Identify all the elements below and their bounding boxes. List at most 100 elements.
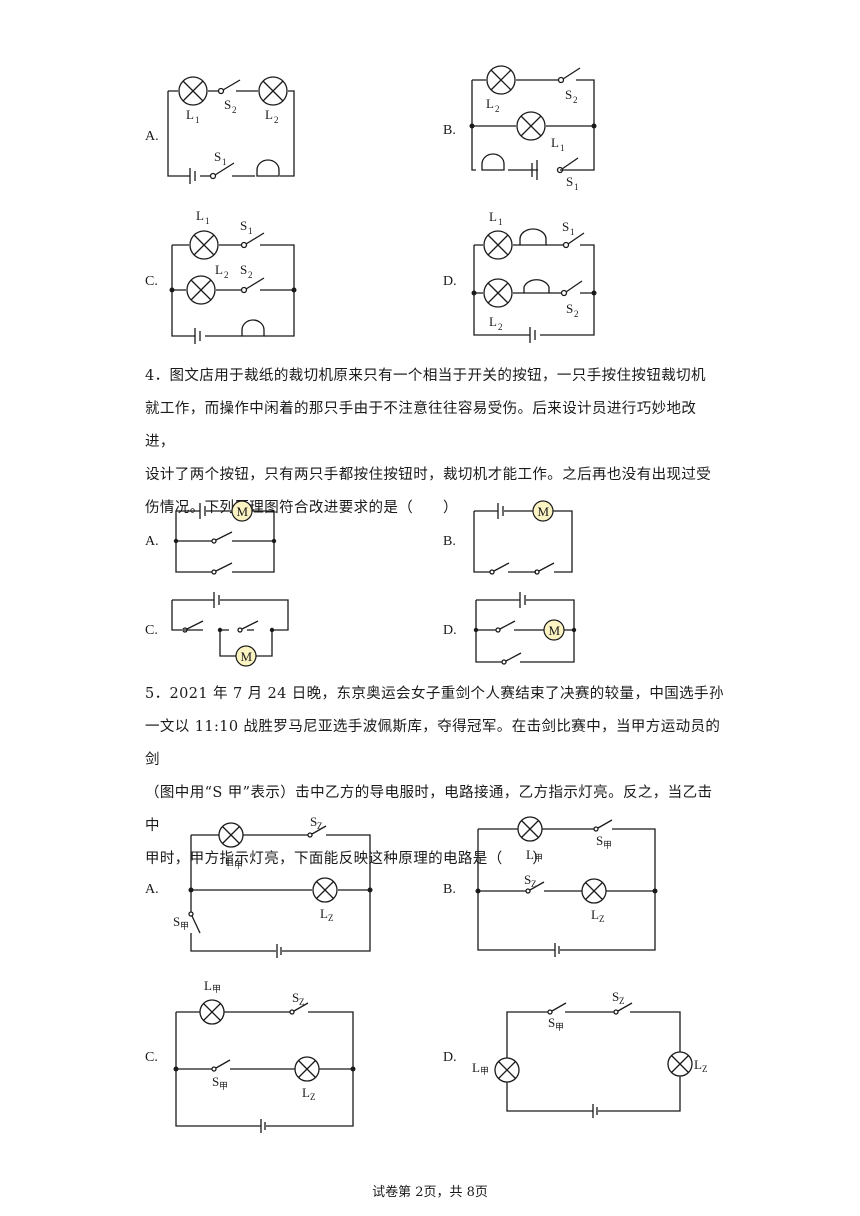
svg-text:1: 1 [560,143,565,153]
svg-text:S: S [562,219,569,234]
svg-text:Z: Z [599,914,605,924]
svg-text:S: S [524,872,531,887]
svg-text:S: S [173,914,180,929]
q4-line-1: 4．图文店用于裁纸的裁切机原来只有一个相当于开关的按钮，一只手按住按钮裁切机 [145,368,706,384]
q4-line-4: 伤情况。下列原理图符合改进要求的是（ ） [145,500,458,516]
q4-circuits: A. M B. M C. M D. M [145,500,577,667]
svg-text:2: 2 [498,322,503,332]
svg-text:S: S [212,1074,219,1089]
q3-option-a-label: A. [145,129,159,144]
svg-text:S: S [240,262,247,277]
svg-text:1: 1 [195,115,200,125]
svg-text:S: S [240,218,247,233]
svg-text:2: 2 [232,105,237,115]
svg-text:S: S [214,149,221,164]
svg-text:甲: 甲 [234,860,243,870]
q4-line-3: 设计了两个按钮，只有两只手都按住按钮时，裁切机才能工作。之后再也没有出现过受 [145,467,712,483]
svg-text:L: L [472,1060,480,1075]
svg-text:Z: Z [531,879,537,889]
q5-option-c-label: C. [145,1050,158,1065]
svg-text:2: 2 [224,270,229,280]
svg-text:L: L [591,907,599,922]
q4-option-b-label: B. [443,534,456,549]
svg-text:甲: 甲 [180,921,189,931]
q4-b-motor-label: M [538,504,550,519]
q3-option-c-label: C. [145,274,158,289]
q5-line-4: 甲时，甲方指示灯亮，下面能反映这种原理的电路是（ ） [145,851,548,867]
svg-text:S: S [548,1015,555,1030]
svg-text:Z: Z [310,1092,316,1102]
q5-option-a-label: A. [145,882,159,897]
svg-text:1: 1 [222,157,227,167]
svg-text:甲: 甲 [603,840,612,850]
q3-option-b-label: B. [443,123,456,138]
svg-text:L: L [489,209,497,224]
q4-option-d-label: D. [443,623,457,638]
svg-text:L: L [204,978,212,993]
q4-a-motor-label: M [237,504,249,519]
svg-text:L: L [302,1085,310,1100]
svg-text:2: 2 [495,104,500,114]
svg-text:L: L [489,314,497,329]
svg-text:1: 1 [574,182,579,192]
q4-c-motor-label: M [241,649,253,664]
q3-option-d-label: D. [443,274,457,289]
q5-question: 5．2021 年 7 月 24 日晚，东京奥运会女子重剑个人赛结束了决赛的较量，… [145,678,725,876]
svg-text:L: L [526,847,534,862]
q4-question: 4．图文店用于裁纸的裁切机原来只有一个相当于开关的按钮，一只手按住按钮裁切机 就… [145,360,725,525]
q5-line-2: 一文以 11:10 战胜罗马尼亚选手波佩斯库，夺得冠军。在击剑比赛中，当甲方运动… [145,719,721,768]
svg-text:S: S [310,814,317,829]
svg-text:L: L [226,854,234,869]
svg-text:1: 1 [570,227,575,237]
svg-text:1: 1 [248,226,253,236]
svg-text:2: 2 [574,309,579,319]
svg-text:1: 1 [205,216,210,226]
svg-text:甲: 甲 [534,853,543,863]
svg-text:1: 1 [498,217,503,227]
svg-text:L: L [694,1057,702,1072]
svg-text:甲: 甲 [219,1081,228,1091]
svg-text:Z: Z [619,996,625,1006]
svg-text:L: L [186,107,194,122]
q5-line-1: 5．2021 年 7 月 24 日晚，东京奥运会女子重剑个人赛结束了决赛的较量，… [145,686,724,702]
svg-text:甲: 甲 [555,1022,564,1032]
svg-text:S: S [292,990,299,1005]
q4-option-c: C. M [145,592,289,667]
svg-text:L: L [215,262,223,277]
svg-text:S: S [224,97,231,112]
svg-text:Z: Z [317,821,323,831]
svg-text:L: L [486,96,494,111]
svg-text:Z: Z [328,913,334,923]
page-footer: 试卷第 2页，共 8页 [372,1185,488,1200]
svg-text:L: L [265,107,273,122]
q4-option-d: D. M [443,592,577,665]
q5-option-d-label: D. [443,1050,457,1065]
q4-option-b: B. M [443,500,573,575]
q4-option-a-label: A. [145,534,159,549]
svg-text:2: 2 [274,115,279,125]
q4-option-a: A. M [145,500,277,575]
q5-option-b-label: B. [443,882,456,897]
svg-text:Z: Z [702,1064,708,1074]
svg-text:L: L [551,135,559,150]
svg-text:L: L [196,208,204,223]
svg-text:S: S [596,833,603,848]
svg-text:2: 2 [573,95,578,105]
svg-text:L: L [320,906,328,921]
q4-line-2: 就工作，而操作中闲着的那只手由于不注意往往容易受伤。后来设计员进行巧妙地改进， [145,401,697,450]
svg-text:S: S [566,301,573,316]
svg-text:S: S [565,87,572,102]
q5-line-3: （图中用“S 甲”表示）击中乙方的导电服时，电路接通，乙方指示灯亮。反之，当乙击… [145,785,713,834]
svg-text:S: S [566,174,573,189]
svg-text:S: S [612,989,619,1004]
svg-text:2: 2 [248,270,253,280]
